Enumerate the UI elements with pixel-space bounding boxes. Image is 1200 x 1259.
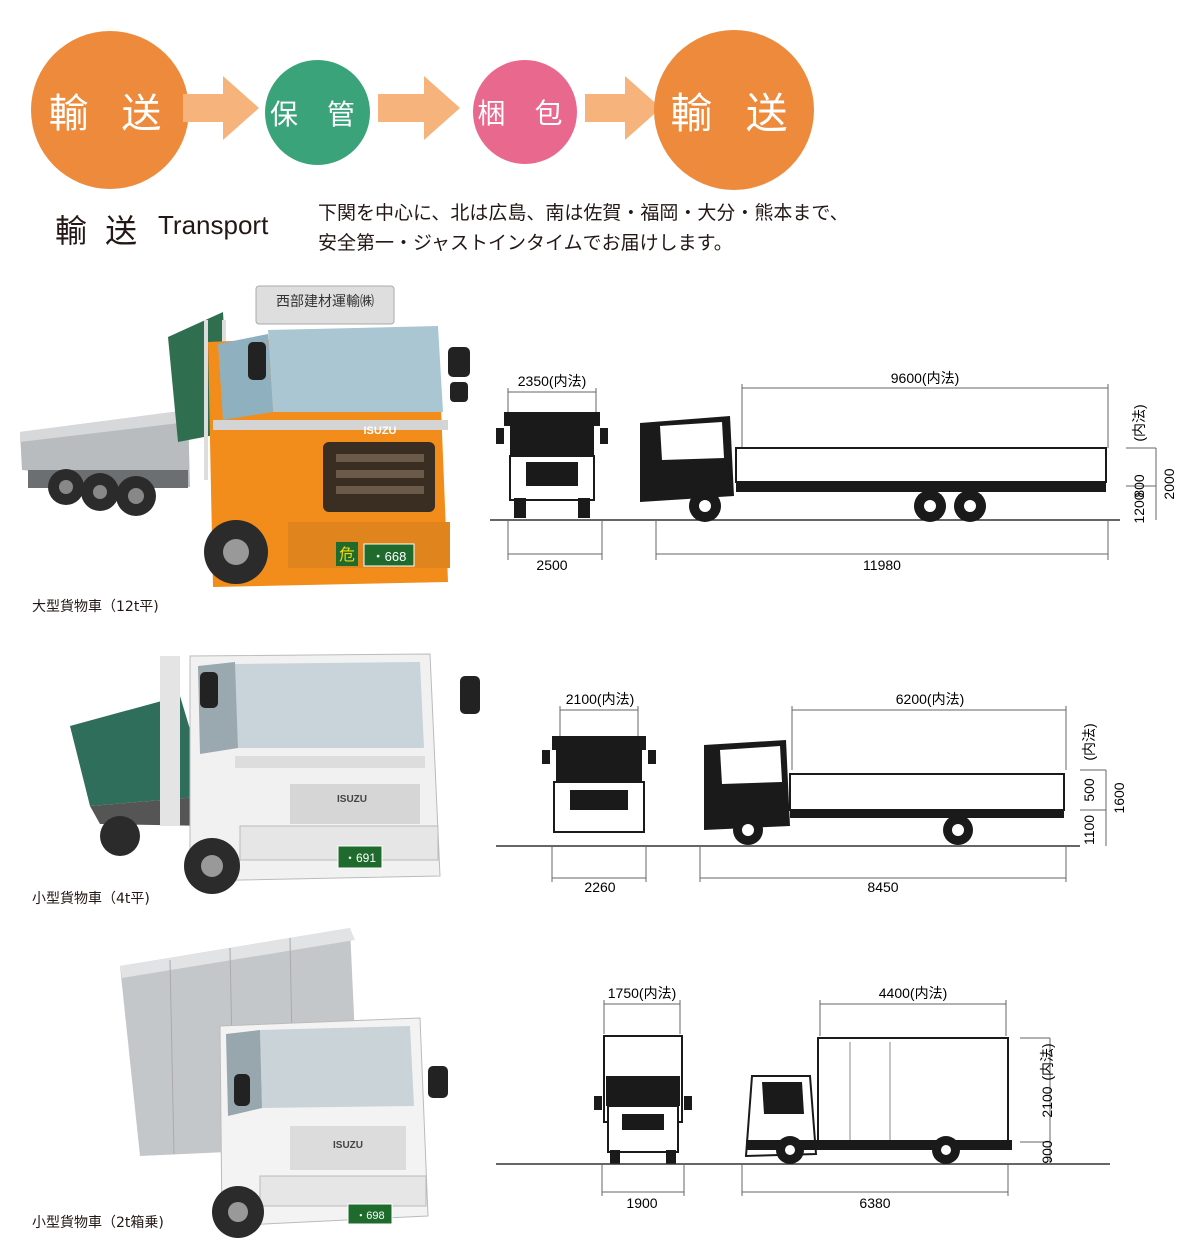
- height-inner-label: (内法): [1039, 1043, 1055, 1080]
- bed-inner-length-label: 4400(内法): [879, 985, 947, 1001]
- flow-step-label: 保 管: [270, 97, 365, 131]
- flow-step-label: 輸 送: [670, 88, 798, 138]
- license-plate: ・691: [344, 851, 376, 865]
- large-truck-illustration: 西部建材運輸㈱ ISUZU 危 ・668: [20, 285, 470, 587]
- height-bed-label: 900: [1039, 1140, 1055, 1164]
- height-total-label: 2000: [1161, 468, 1177, 499]
- truck-photo-large: 西部建材運輸㈱ ISUZU 危 ・668: [18, 282, 480, 598]
- flow-step-packing: 梱 包: [473, 60, 577, 164]
- bed-inner-length-label: 6200(内法): [896, 691, 964, 707]
- height-box-label: 2100: [1039, 1086, 1055, 1117]
- front-inner-width-label: 2100(内法): [566, 691, 634, 707]
- brand-logo: ISUZU: [333, 1140, 363, 1151]
- front-width-label: 2500: [536, 557, 567, 573]
- height-bed-label: 1100: [1081, 815, 1097, 845]
- truck-caption-large: 大型貨物車（12t平): [32, 599, 159, 615]
- front-width-label: 1900: [626, 1195, 657, 1211]
- medium-truck-illustration: ISUZU ・691: [70, 653, 480, 894]
- description-line: 安全第一・ジャストインタイムでお届けします。: [318, 232, 733, 254]
- height-gate-label: 500: [1081, 778, 1097, 802]
- bed-inner-length-label: 9600(内法): [891, 370, 959, 386]
- flow-step-label: 輸 送: [48, 91, 172, 137]
- arrow-icon: [183, 76, 259, 140]
- section-description: 下関を中心に、北は広島、南は佐賀・福岡・大分・熊本まで、 安全第一・ジャストイン…: [318, 198, 849, 258]
- dimension-diagram-small: 1750(内法) 1900 4400(内法) 6380 2100 (内法) 90…: [496, 985, 1110, 1211]
- height-gate-label: 800: [1131, 474, 1147, 498]
- height-inner-label: (内法): [1131, 404, 1147, 441]
- arrow-icon: [585, 76, 661, 140]
- arrow-icon: [378, 76, 460, 140]
- flow-step-label: 梱 包: [477, 97, 573, 130]
- brand-logo: ISUZU: [364, 425, 397, 437]
- side-view-truck: [704, 740, 1065, 845]
- height-bed-label: 1200: [1131, 492, 1147, 523]
- hazard-mark: 危: [339, 546, 355, 564]
- truck-photo-medium: ISUZU ・691: [60, 636, 484, 904]
- truck-caption-small: 小型貨物車（2t箱乗): [32, 1215, 164, 1231]
- license-plate: ・668: [372, 549, 407, 564]
- dimension-diagram-large: 2350(内法) 2500 9600(内法) 11980 800 (内法) 12…: [490, 370, 1177, 573]
- license-plate: ・698: [355, 1210, 384, 1222]
- flow-step-transport-1: 輸 送: [31, 31, 189, 189]
- side-view-truck: [640, 416, 1107, 522]
- brand-logo: ISUZU: [337, 794, 367, 805]
- flow-step-transport-2: 輸 送: [654, 30, 814, 190]
- total-length-label: 8450: [867, 879, 898, 895]
- height-total-label: 1600: [1111, 782, 1127, 813]
- total-length-label: 11980: [863, 557, 901, 573]
- small-truck-illustration: ISUZU ・698: [120, 928, 448, 1238]
- description-line: 下関を中心に、北は広島、南は佐賀・福岡・大分・熊本まで、: [318, 202, 849, 224]
- front-view-truck: [594, 1035, 692, 1164]
- truck-photo-small: ISUZU ・698: [110, 926, 460, 1242]
- front-inner-width-label: 1750(内法): [608, 985, 676, 1001]
- total-length-label: 6380: [859, 1195, 890, 1211]
- front-inner-width-label: 2350(内法): [518, 373, 586, 389]
- truck-caption-medium: 小型貨物車（4t平): [32, 891, 150, 907]
- section-title-en: Transport: [158, 210, 269, 240]
- dimension-diagram-medium: 2100(内法) 2260 6200(内法) 8450 500 (内法) 110…: [496, 691, 1127, 895]
- front-width-label: 2260: [584, 879, 615, 895]
- front-view-truck: [542, 736, 656, 833]
- height-inner-label: (内法): [1081, 723, 1097, 760]
- flow-step-storage: 保 管: [265, 60, 370, 165]
- section-title-jp: 輸 送: [55, 212, 142, 250]
- front-view-truck: [496, 412, 608, 518]
- company-sign: 西部建材運輸㈱: [276, 293, 374, 309]
- side-view-truck: [744, 1037, 1012, 1164]
